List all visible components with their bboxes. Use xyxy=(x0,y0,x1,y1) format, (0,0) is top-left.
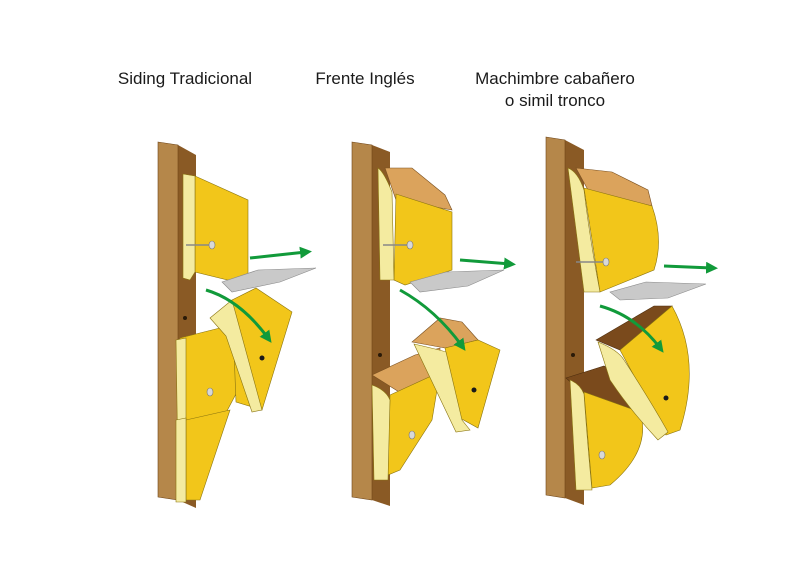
upper-board xyxy=(567,167,659,293)
bottom-board xyxy=(175,409,231,503)
metal-clip-icon xyxy=(221,267,317,293)
panel-machimbre-cabanero xyxy=(545,136,718,505)
metal-clip-icon xyxy=(409,269,505,293)
title-siding-tradicional: Siding Tradicional xyxy=(117,69,253,88)
green-arrow-icon xyxy=(599,304,664,353)
green-arrow-icon xyxy=(249,246,312,260)
title-line-1: Machimbre cabañero xyxy=(475,69,635,88)
title-line-2: o simil tronco xyxy=(504,91,606,110)
upper-board xyxy=(377,167,453,286)
panel-siding-tradicional xyxy=(157,141,317,508)
title-machimbre-cabanero: Machimbre cabañero o simil tronco xyxy=(455,68,655,112)
exploded-board xyxy=(595,305,690,441)
panel-frente-ingles xyxy=(351,141,516,506)
exploded-board xyxy=(209,287,293,413)
green-arrow-icon xyxy=(663,261,718,274)
green-arrow-icon xyxy=(399,288,466,351)
title-frente-ingles: Frente Inglés xyxy=(315,69,415,88)
green-arrow-icon xyxy=(205,288,272,343)
green-arrow-icon xyxy=(459,257,516,270)
upper-board xyxy=(182,173,249,286)
metal-clip-icon xyxy=(609,281,707,301)
